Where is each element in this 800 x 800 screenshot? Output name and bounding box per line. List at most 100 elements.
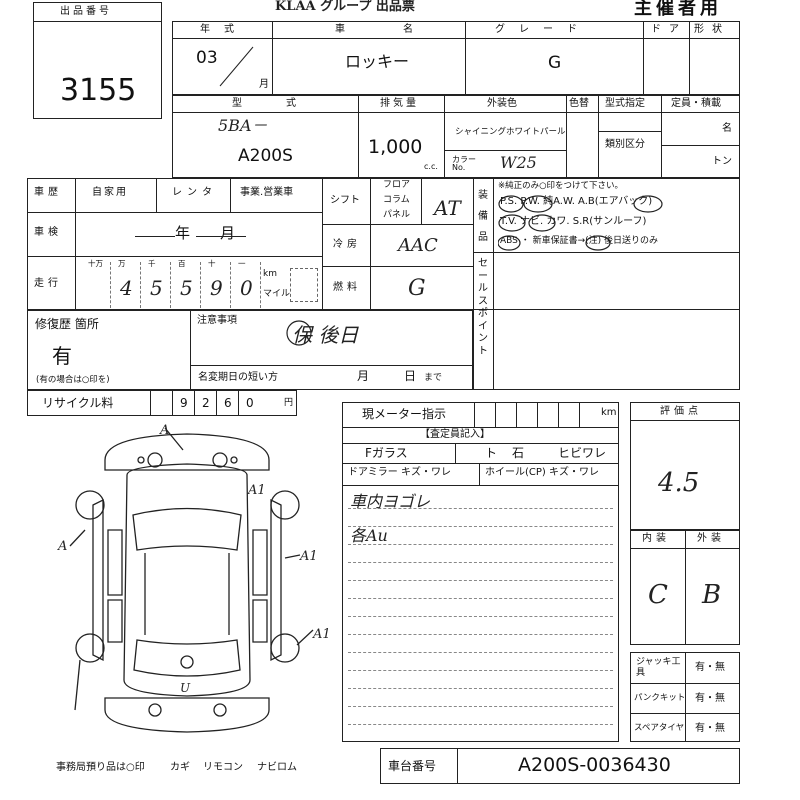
recycle-divider (150, 390, 151, 416)
puncture-value: 有・無 (695, 693, 725, 704)
lot-number: 3155 (60, 73, 137, 108)
model-prefix: 5BA－ (218, 116, 268, 135)
name-change-month: 月 (357, 369, 370, 383)
exterior-value: B (702, 580, 722, 610)
mileage-unit-km: km (263, 269, 277, 279)
year-value: 03 (196, 48, 218, 68)
recycle-divider (194, 390, 195, 416)
capacity-unit-tons: トン (712, 156, 732, 167)
wheel-label: ホイール(CP) キズ・ワレ (485, 467, 599, 478)
equipment-label: 装備品 (478, 190, 488, 243)
note-line (348, 652, 613, 653)
repair-label: 修復歴 箇所 (35, 317, 99, 331)
jack-value: 有・無 (695, 662, 725, 673)
mileage-unit-mile: マイル (263, 289, 291, 299)
damage-mark-left: A (58, 539, 68, 554)
note-line (348, 508, 613, 509)
recycle-digit: 6 (224, 396, 232, 410)
model-value: A200S (238, 146, 293, 166)
year-label: 年式 (200, 24, 248, 35)
note-line (348, 580, 613, 581)
history-option-business: 事業.営業車 (240, 187, 294, 198)
recycle-box (27, 390, 297, 416)
history-option-rental: レンタ (172, 187, 217, 198)
car-diagram (69, 427, 314, 733)
meter-divider (537, 402, 538, 427)
grade-label: グレード (495, 24, 591, 35)
mileage-divider (260, 262, 261, 308)
name-change-label: 名変期日の短い方 (198, 372, 278, 383)
recycle-unit: 円 (284, 398, 294, 408)
note-line (348, 706, 613, 707)
equipment-line-1: P.S. P.W. 純A.W. A.B(エアバック) (500, 196, 653, 207)
color-number-value: W25 (500, 153, 537, 172)
damage-mark-front: A (160, 423, 170, 438)
chassis-box (380, 748, 740, 784)
note-line (348, 562, 613, 563)
meter-divider (474, 402, 475, 427)
office-note: 事務局預り品は○印 (56, 762, 145, 773)
displacement-unit: c.c. (424, 162, 438, 171)
chassis-number: A200S-0036430 (518, 754, 671, 776)
class-label: 類別区分 (605, 139, 645, 150)
door-label: ドア (651, 24, 687, 35)
mileage-divider (200, 262, 201, 308)
recycle-divider (172, 390, 173, 416)
form-title: KLAA グループ 出品票 (275, 0, 415, 14)
chassis-label: 車台番号 (388, 759, 437, 773)
meter-divider (495, 402, 496, 427)
grade-value: G (548, 53, 562, 73)
office-item-key: カギ (170, 762, 190, 773)
repair-section (27, 310, 473, 390)
spare-value: 有・無 (695, 723, 725, 734)
year-unit: 月 (259, 79, 269, 90)
mileage-digit-label: 千 (148, 259, 156, 268)
spec-box (172, 95, 740, 178)
meter-divider (516, 402, 517, 427)
glass-option-crack: ヒビワレ (558, 446, 607, 460)
mileage-digit: 5 (150, 276, 163, 300)
evaluation-box (630, 402, 740, 530)
year-slash-icon (219, 46, 254, 87)
office-item-remote: リモコン (203, 762, 243, 773)
glass-option-t: ト (485, 446, 498, 460)
meter-divider (558, 402, 559, 427)
mirror-label: ドアミラー キズ・ワレ (348, 467, 451, 478)
note-line (348, 724, 613, 725)
interior-label: 内装 (642, 533, 670, 544)
caution-circle (286, 320, 312, 346)
name-change-until: まで (424, 373, 443, 383)
fuel-value: G (408, 276, 426, 301)
shape-label: 形状 (694, 24, 730, 35)
mileage-digit: 4 (120, 276, 133, 300)
mileage-digit-label: 一 (238, 259, 246, 268)
note-line (348, 598, 613, 599)
inspection-value: 年 月 (175, 224, 236, 242)
sales-point-box (473, 252, 740, 390)
recycle-label: リサイクル料 (42, 396, 114, 410)
recycle-digit: 2 (202, 396, 210, 410)
damage-mark-right-3: A1 (248, 483, 266, 498)
history-label: 車歴 (34, 187, 62, 198)
lot-box (33, 2, 162, 119)
note-line (348, 634, 613, 635)
meter-divider (579, 402, 580, 427)
shift-label: シフト (330, 195, 360, 206)
mileage-digit: 9 (210, 276, 223, 300)
repair-note: (有の場合は○印を) (36, 375, 110, 385)
cert-label: 型式指定 (605, 98, 645, 109)
damage-mark-right-2: A1 (313, 627, 331, 642)
displacement-value: 1,000 (368, 136, 423, 158)
history-option-private: 自家用 (92, 187, 128, 198)
name-value: ロッキー (345, 52, 410, 71)
spare-label: スペアタイヤ (634, 723, 685, 733)
equipment-line-2: T.V. ナビ. カワ. S.R(サンルーフ) (500, 216, 647, 227)
equipment-line-3: ABS ・ 新車保証書→(注) 後日送りのみ (500, 236, 659, 246)
mileage-digit-label: 十万 (88, 259, 103, 268)
equipment-circles (498, 195, 663, 251)
note-line (348, 670, 613, 671)
glass-option-stone: 石 (512, 446, 525, 460)
vehicle-box (172, 21, 740, 95)
shift-value: AT (434, 196, 461, 220)
ac-value: AAC (398, 235, 438, 256)
